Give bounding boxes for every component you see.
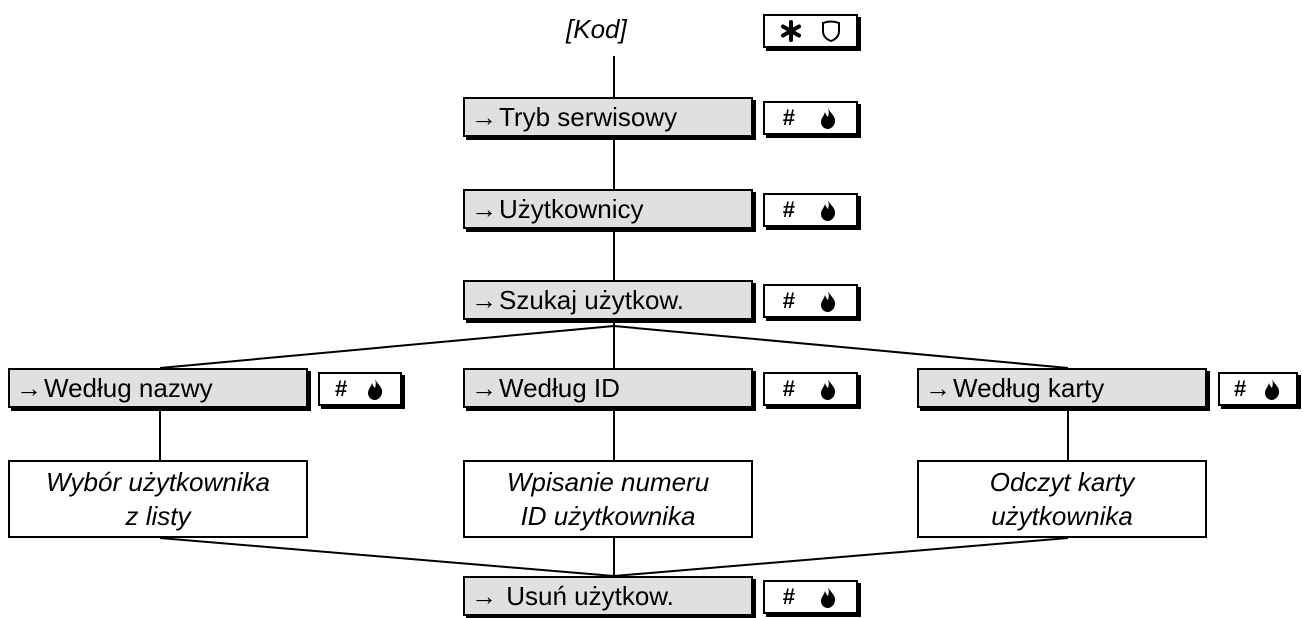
menu-search-users[interactable]: →Szukaj użytkow. bbox=[463, 280, 753, 320]
step-select-from-list: Wybór użytkownika z listy bbox=[8, 460, 308, 538]
menu-label: Według karty bbox=[953, 373, 1105, 403]
hash-key: # bbox=[782, 105, 795, 130]
code-entry-label: [Kod] bbox=[566, 14, 627, 44]
menu-service-mode[interactable]: →Tryb serwisowy bbox=[463, 97, 753, 137]
step-line: z listy bbox=[125, 501, 191, 531]
hash-key: # bbox=[782, 584, 795, 609]
step-line: ID użytkownika bbox=[520, 501, 696, 531]
hash-key: # bbox=[1233, 376, 1247, 401]
arrow-icon: → bbox=[471, 373, 497, 403]
menu-label: Usuń użytkow. bbox=[499, 581, 674, 611]
step-read-card: Odczyt karty użytkownika bbox=[917, 460, 1207, 538]
menu-users[interactable]: →Użytkownicy bbox=[463, 189, 753, 229]
step-line: Odczyt karty bbox=[989, 467, 1135, 497]
menu-label: Według ID bbox=[499, 373, 620, 403]
confirm-keys: # bbox=[763, 284, 858, 318]
hash-key: # bbox=[782, 288, 795, 313]
arrow-icon: → bbox=[471, 194, 497, 224]
arrow-icon: → bbox=[925, 373, 951, 403]
step-enter-id: Wpisanie numeru ID użytkownika bbox=[463, 460, 753, 538]
confirm-keys: # bbox=[1218, 372, 1298, 406]
step-line: Wpisanie numeru bbox=[506, 467, 710, 497]
hash-key: # bbox=[782, 376, 795, 401]
shield-key-icon bbox=[821, 20, 840, 43]
arrow-icon: → bbox=[471, 581, 497, 611]
fire-icon bbox=[821, 108, 836, 129]
confirm-keys: # bbox=[763, 101, 858, 135]
step-line: użytkownika bbox=[991, 501, 1133, 531]
menu-label: Użytkownicy bbox=[499, 194, 644, 224]
fire-icon bbox=[1265, 379, 1280, 400]
fire-icon bbox=[368, 379, 383, 400]
fire-icon bbox=[821, 587, 836, 608]
arrow-icon: → bbox=[471, 285, 497, 315]
menu-by-name[interactable]: →Według nazwy bbox=[8, 368, 308, 408]
menu-by-card[interactable]: →Według karty bbox=[917, 368, 1207, 408]
hash-key: # bbox=[334, 376, 348, 401]
arrow-icon: → bbox=[16, 373, 42, 403]
start-keys bbox=[763, 14, 858, 48]
confirm-keys: # bbox=[763, 372, 858, 406]
menu-by-id[interactable]: →Według ID bbox=[463, 368, 753, 408]
confirm-keys: # bbox=[318, 372, 402, 406]
step-line: Wybór użytkownika bbox=[46, 467, 270, 497]
menu-label: Szukaj użytkow. bbox=[499, 285, 684, 315]
confirm-keys: # bbox=[763, 580, 858, 614]
hash-key: # bbox=[782, 197, 795, 222]
confirm-keys: # bbox=[763, 193, 858, 227]
menu-label: Tryb serwisowy bbox=[499, 102, 678, 132]
star-key-icon bbox=[781, 20, 802, 42]
menu-delete-user[interactable]: → Usuń użytkow. bbox=[463, 576, 753, 616]
fire-icon bbox=[821, 379, 836, 400]
menu-label: Według nazwy bbox=[44, 373, 213, 403]
fire-icon bbox=[821, 200, 836, 221]
fire-icon bbox=[821, 291, 836, 312]
arrow-icon: → bbox=[471, 102, 497, 132]
